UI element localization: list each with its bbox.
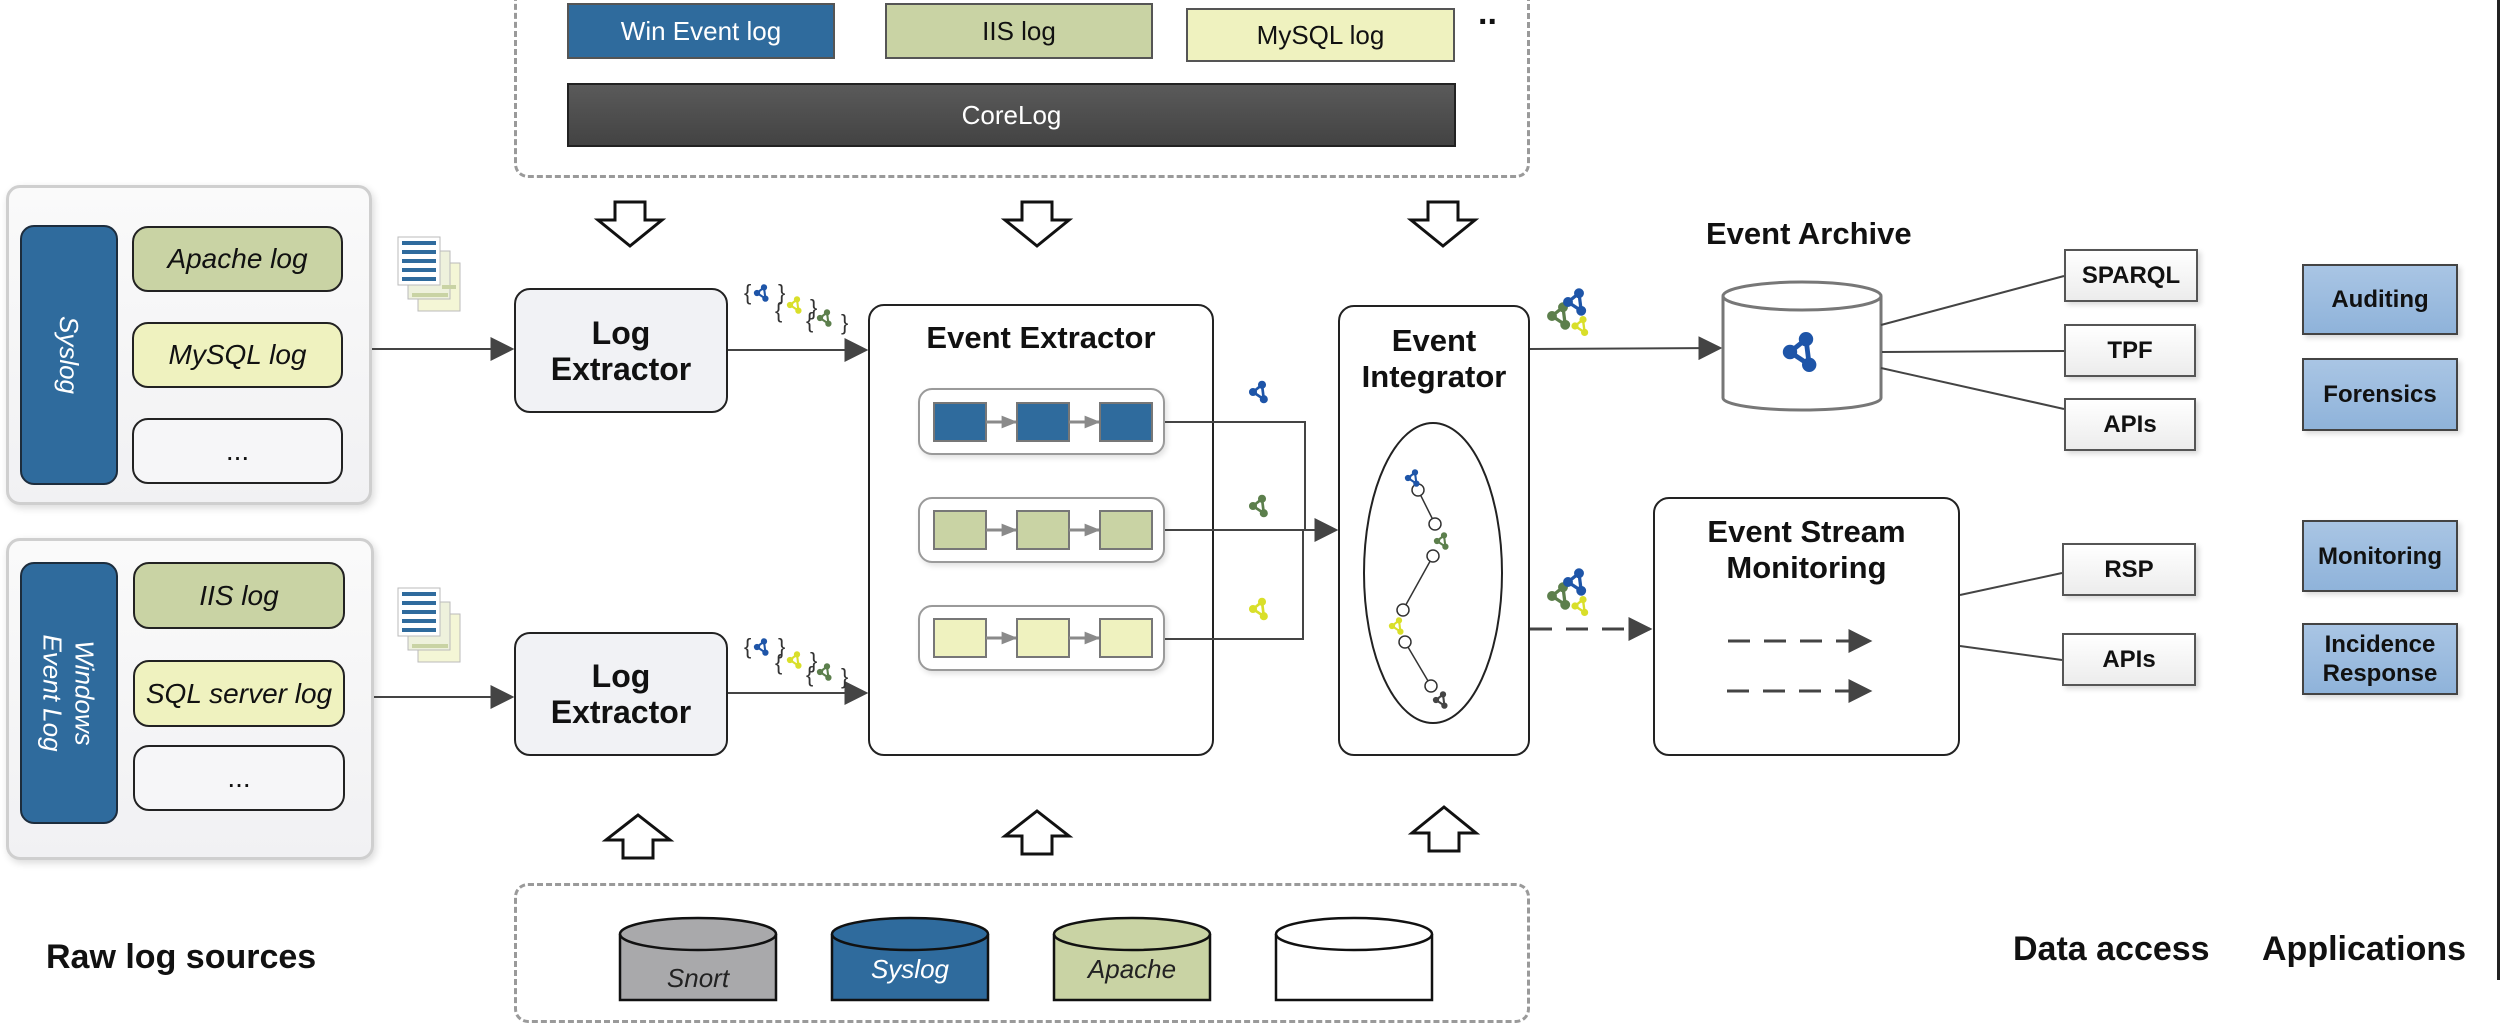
app-forensics: Forensics bbox=[2302, 358, 2458, 431]
top-log-store bbox=[514, 0, 1530, 178]
svg-text:{: { bbox=[744, 280, 751, 305]
chain-graph-blue bbox=[1404, 468, 1421, 488]
merged-graph-icon-stream bbox=[1545, 567, 1590, 617]
event-extractor-title: Event Extractor bbox=[926, 320, 1156, 355]
svg-text:}: } bbox=[778, 280, 785, 305]
arrow-integrator-to-archive bbox=[1529, 336, 1723, 361]
source-mysql-log: MySQL log bbox=[132, 322, 343, 388]
format-win-event-log: Win Event log bbox=[567, 3, 835, 59]
more-formats-ellipsis: .. bbox=[1478, 0, 1497, 32]
svg-text:}: } bbox=[841, 664, 848, 689]
jsonld-graph-icon-top: {} {} {} bbox=[744, 280, 848, 335]
source-more-windows: ... bbox=[133, 745, 345, 811]
windows-event-log-label-bar: Windows Event Log bbox=[20, 562, 118, 824]
source-iis-log: IIS log bbox=[133, 562, 345, 629]
chain-graph-green bbox=[1433, 531, 1450, 551]
raw-log-sources-heading: Raw log sources bbox=[46, 938, 317, 976]
access-archive-apis: APIs bbox=[2064, 398, 2196, 451]
event-stream-monitoring-title: Event Stream Monitoring bbox=[1707, 514, 1906, 585]
event-archive-title: Event Archive bbox=[1706, 216, 1912, 251]
db-label-apache: Apache bbox=[1087, 953, 1177, 984]
log-document-icon-top bbox=[397, 236, 461, 312]
up-arrow-3 bbox=[1407, 805, 1481, 853]
hollow-down-arrows bbox=[593, 200, 1480, 248]
merged-graph-icon-archive bbox=[1545, 287, 1590, 337]
chain-graph-yellow bbox=[1388, 616, 1405, 636]
up-arrow-1 bbox=[601, 813, 675, 860]
pipeline-stage bbox=[1016, 510, 1070, 550]
log-document-icon-bottom bbox=[397, 587, 461, 663]
applications-heading: Applications bbox=[2262, 930, 2467, 968]
down-arrow-2 bbox=[1000, 200, 1074, 248]
log-extractor-top-label: Log Extractor bbox=[550, 314, 692, 387]
svg-text:{: { bbox=[806, 308, 813, 333]
format-iis-log: IIS log bbox=[885, 3, 1153, 59]
down-arrow-3 bbox=[1406, 200, 1480, 248]
app-incidence-response: Incidence Response bbox=[2302, 623, 2458, 695]
db-label-syslog: Syslog bbox=[870, 953, 950, 984]
log-extractor-bottom: Log Extractor bbox=[514, 632, 728, 756]
link-archive-sparql bbox=[1880, 275, 2065, 326]
link-stream-apis bbox=[1959, 645, 2063, 661]
event-chain bbox=[1396, 483, 1442, 693]
chain-graph-dark bbox=[1432, 690, 1449, 710]
database-cylinder bbox=[1274, 916, 1434, 1002]
app-monitoring: Monitoring bbox=[2302, 520, 2458, 592]
up-arrow-2 bbox=[1000, 809, 1074, 856]
db-label-snort: Snort bbox=[666, 962, 730, 993]
event-integrator-title: Event Integrator bbox=[1361, 323, 1507, 394]
source-apache-log: Apache log bbox=[132, 226, 343, 292]
link-archive-tpf bbox=[1881, 350, 2065, 353]
pipeline-stage bbox=[933, 618, 987, 658]
event-stream-monitoring-module bbox=[1653, 497, 1960, 756]
svg-text:{: { bbox=[806, 662, 813, 687]
diagram-graphics: {} {} {} {} {} {} bbox=[372, 200, 2065, 1002]
down-arrow-1 bbox=[593, 200, 667, 248]
syslog-label-bar: Syslog bbox=[20, 225, 118, 485]
event-archive-cylinder bbox=[1721, 280, 1883, 412]
pipeline-stage bbox=[1099, 402, 1153, 442]
svg-text:{: { bbox=[744, 634, 751, 659]
svg-text:{: { bbox=[775, 650, 782, 675]
access-sparql: SPARQL bbox=[2064, 249, 2198, 302]
format-mysql-log: MySQL log bbox=[1186, 8, 1455, 62]
corelog-bar: CoreLog bbox=[567, 83, 1456, 147]
pipeline-stage bbox=[1099, 618, 1153, 658]
svg-text:}: } bbox=[810, 648, 817, 673]
pipeline-yellow-output-line bbox=[1165, 530, 1304, 640]
link-stream-rsp bbox=[1959, 572, 2063, 596]
log-extractor-bottom-label: Log Extractor bbox=[550, 658, 692, 730]
source-more-syslog: ... bbox=[132, 418, 343, 484]
pipeline-stages bbox=[933, 402, 1153, 658]
pipeline-stage bbox=[933, 402, 987, 442]
svg-text:}: } bbox=[841, 310, 848, 335]
hollow-up-arrows bbox=[601, 805, 1481, 860]
svg-text:}: } bbox=[810, 295, 817, 320]
integration-ellipse bbox=[1363, 422, 1503, 724]
pipeline-stage bbox=[1016, 618, 1070, 658]
jsonld-graph-icon-bottom: {} {} {} bbox=[744, 634, 848, 689]
access-tpf: TPF bbox=[2064, 324, 2196, 377]
link-archive-apis bbox=[1880, 367, 2065, 410]
pipeline-stage bbox=[933, 510, 987, 550]
svg-text:}: } bbox=[778, 634, 785, 659]
svg-text:{: { bbox=[775, 298, 782, 323]
log-extractor-top: Log Extractor bbox=[514, 288, 728, 413]
graph-icon-green-output bbox=[1248, 493, 1269, 519]
right-edge-divider bbox=[2497, 0, 2500, 980]
pipeline-blue-output-line bbox=[1165, 421, 1306, 530]
data-access-heading: Data access bbox=[2013, 930, 2210, 968]
graph-icon-blue-output bbox=[1248, 379, 1269, 405]
access-rsp: RSP bbox=[2062, 543, 2196, 596]
source-sql-server-log: SQL server log bbox=[133, 660, 345, 727]
pipeline-stage bbox=[1016, 402, 1070, 442]
app-auditing: Auditing bbox=[2302, 264, 2458, 335]
access-stream-apis: APIs bbox=[2062, 633, 2196, 686]
pipeline-stage bbox=[1099, 510, 1153, 550]
graph-icon-yellow-output bbox=[1248, 596, 1269, 622]
